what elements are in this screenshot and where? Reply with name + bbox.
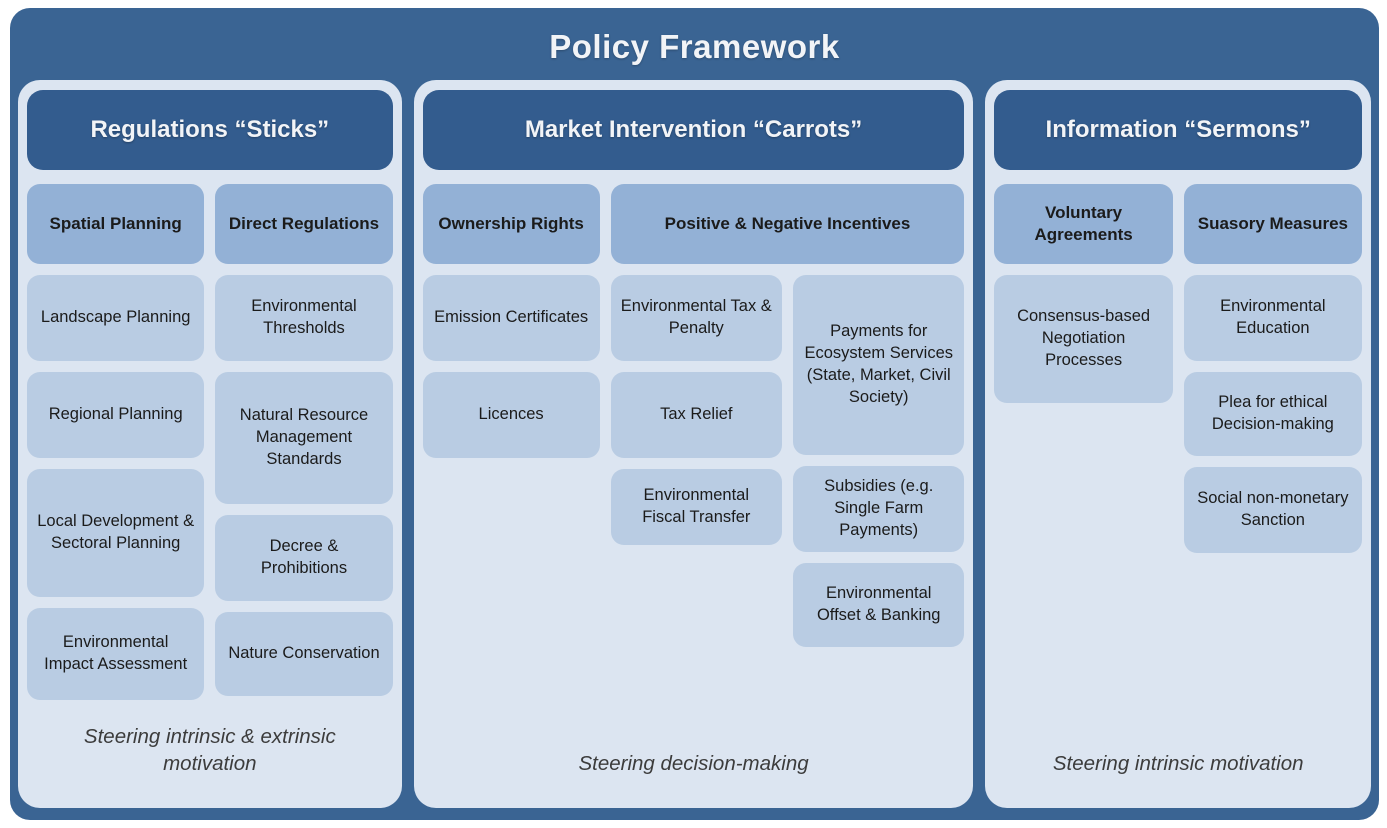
columns-row: Regulations “Sticks” Spatial Planning La… <box>18 80 1371 808</box>
column-footer-market-intervention: Steering decision-making <box>578 752 809 776</box>
subheader-direct-regulations: Direct Regulations <box>215 184 393 264</box>
item-payments-for-ecosystem-services: Payments for Ecosystem Services (State, … <box>793 275 965 455</box>
item-environmental-fiscal-transfer: Environmental Fiscal Transfer <box>610 469 783 545</box>
item-subsidies: Subsidies (e.g. Single Farm Payments) <box>793 466 965 552</box>
subheader-spatial-planning: Spatial Planning <box>27 184 205 264</box>
column-information: Information “Sermons” Voluntary Agreemen… <box>985 80 1371 808</box>
incentives-left-stack: Environmental Tax & Penalty Tax Relief E… <box>610 275 783 545</box>
item-regional-planning: Regional Planning <box>27 372 205 458</box>
incentives-stacks: Environmental Tax & Penalty Tax Relief E… <box>610 275 965 647</box>
column-header-market-intervention: Market Intervention “Carrots” <box>422 90 965 170</box>
policy-framework-panel: Policy Framework Regulations “Sticks” Sp… <box>10 8 1379 820</box>
item-environmental-offset-banking: Environmental Offset & Banking <box>793 563 965 647</box>
item-landscape-planning: Landscape Planning <box>27 275 205 361</box>
item-environmental-tax-penalty: Environmental Tax & Penalty <box>610 275 783 361</box>
column-footer-information: Steering intrinsic motivation <box>1052 752 1304 776</box>
incentives-group: Positive & Negative Incentives Environme… <box>610 184 965 647</box>
subheader-positive-negative-incentives: Positive & Negative Incentives <box>610 184 965 264</box>
suasory-measures-stack: Suasory Measures Environmental Education… <box>1183 184 1362 553</box>
item-environmental-thresholds: Environmental Thresholds <box>215 275 393 361</box>
subheader-voluntary-agreements: Voluntary Agreements <box>994 184 1173 264</box>
voluntary-agreements-stack: Voluntary Agreements Consensus-based Neg… <box>994 184 1173 403</box>
ownership-rights-stack: Ownership Rights Emission Certificates L… <box>422 184 600 458</box>
item-consensus-based-negotiation-processes: Consensus-based Negotiation Processes <box>994 275 1173 403</box>
item-decree-prohibitions: Decree & Prohibitions <box>215 515 393 601</box>
item-environmental-impact-assessment: Environmental Impact Assessment <box>27 608 205 700</box>
item-emission-certificates: Emission Certificates <box>422 275 600 361</box>
item-nature-conservation: Nature Conservation <box>215 612 393 696</box>
item-licences: Licences <box>422 372 600 458</box>
item-natural-resource-management-standards: Natural Resource Management Standards <box>215 372 393 504</box>
column-header-regulations: Regulations “Sticks” <box>27 90 393 170</box>
item-plea-for-ethical-decision-making: Plea for ethical Decision-making <box>1183 372 1362 456</box>
item-social-non-monetary-sanction: Social non-monetary Sanction <box>1183 467 1362 553</box>
subheader-suasory-measures: Suasory Measures <box>1183 184 1362 264</box>
item-local-development-sectoral-planning: Local Development & Sectoral Planning <box>27 469 205 597</box>
information-grid: Voluntary Agreements Consensus-based Neg… <box>994 184 1362 553</box>
column-market-intervention: Market Intervention “Carrots” Ownership … <box>413 80 974 808</box>
subheader-ownership-rights: Ownership Rights <box>422 184 600 264</box>
incentives-right-stack: Payments for Ecosystem Services (State, … <box>793 275 965 647</box>
item-environmental-education: Environmental Education <box>1183 275 1362 361</box>
item-tax-relief: Tax Relief <box>610 372 783 458</box>
column-regulations: Regulations “Sticks” Spatial Planning La… <box>18 80 402 808</box>
regulations-grid: Spatial Planning Landscape Planning Regi… <box>27 184 393 700</box>
direct-regulations-stack: Direct Regulations Environmental Thresho… <box>215 184 393 696</box>
column-header-information: Information “Sermons” <box>994 90 1362 170</box>
spatial-planning-stack: Spatial Planning Landscape Planning Regi… <box>27 184 205 700</box>
page-title: Policy Framework <box>549 28 840 65</box>
column-footer-regulations: Steering intrinsic & extrinsic motivatio… <box>83 724 336 776</box>
market-intervention-grid: Ownership Rights Emission Certificates L… <box>422 184 965 647</box>
